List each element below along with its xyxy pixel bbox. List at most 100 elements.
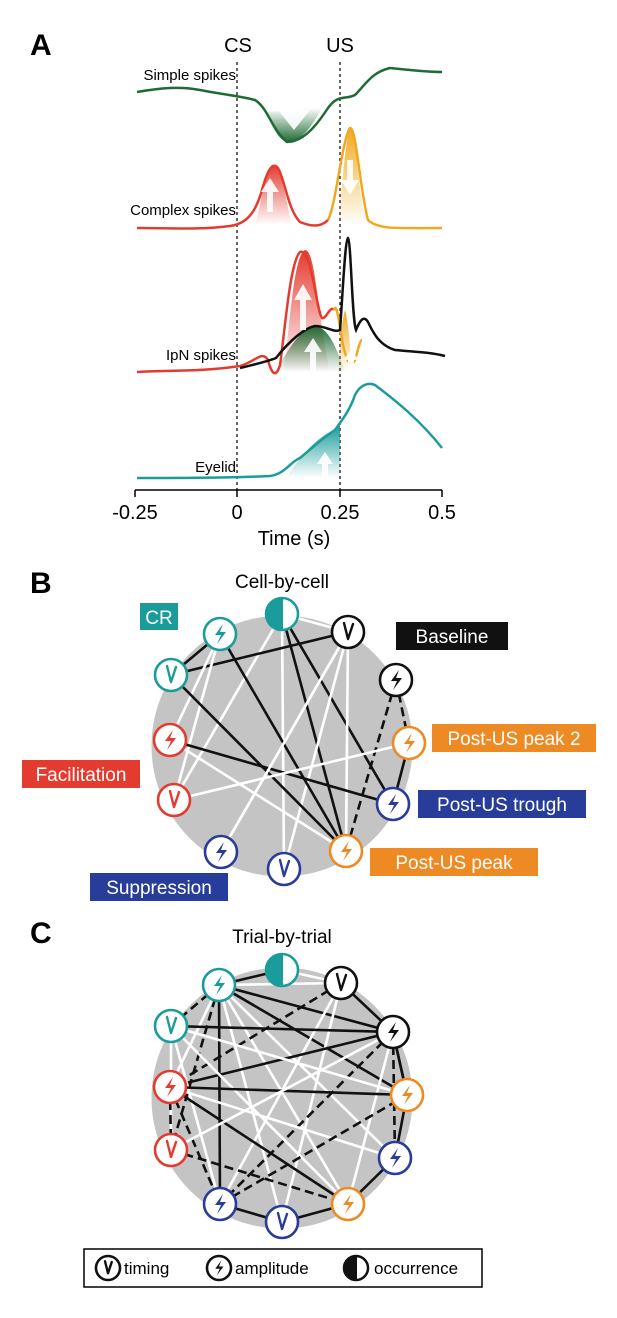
network-edge [170, 984, 220, 1027]
label-box-suppression [90, 873, 228, 901]
network-edge [280, 613, 395, 805]
node-facilitation-amplitude-icon [152, 722, 188, 758]
network-edge [169, 1025, 222, 1205]
network-edge [169, 984, 221, 1151]
complex-spikes-trace-red [136, 164, 329, 230]
x-tick-label: 0.25 [321, 502, 360, 524]
network-edge [344, 679, 398, 852]
network-edge [217, 984, 222, 1205]
network-edge [173, 741, 410, 802]
node-post-us-trough-amplitude-icon [377, 1140, 413, 1176]
legend-occurrence: occurrence [374, 1259, 458, 1278]
label-suppression: Suppression [106, 878, 212, 899]
network-edge [218, 982, 343, 1205]
trace-label-complex: Complex spikes [130, 202, 236, 219]
node-facilitation-timing-icon [153, 1132, 189, 1168]
eyelid-arrow [317, 452, 333, 478]
panel-a-label: A [30, 29, 52, 62]
label-facilitation: Facilitation [36, 765, 127, 786]
network-edge [168, 633, 222, 741]
network-edge [280, 613, 348, 852]
label-box-post-us-peak-2 [432, 724, 596, 752]
eyelid-trace [136, 382, 443, 480]
network-edge [170, 1148, 349, 1206]
label-post-us-trough: Post-US trough [437, 795, 567, 816]
panel-b-title: Cell-by-cell [235, 572, 329, 593]
panel-b-label: B [30, 567, 52, 600]
network-edge [169, 738, 394, 806]
network-edge [218, 983, 394, 1034]
node-baseline-amplitude-icon [375, 1014, 411, 1050]
node-suppression-timing-icon [266, 851, 302, 887]
legend: timing amplitude occurrence [83, 1248, 483, 1288]
label-post-us-peak: Post-US peak [395, 853, 513, 874]
trace-label-eyelid: Eyelid [195, 459, 236, 476]
network-edge [168, 984, 221, 1088]
panel-c: C Trial-by-trial [30, 917, 425, 1240]
network-edge [282, 631, 350, 870]
ipn-arrow-timing [304, 338, 322, 372]
network-edge [169, 1085, 408, 1097]
network-edge [169, 738, 347, 853]
node-cr-amplitude-icon [202, 616, 238, 652]
cs-marker-label: CS [224, 35, 252, 57]
legend-timing: timing [124, 1259, 169, 1278]
x-tick-label: 0 [231, 502, 242, 524]
legend-occurrence-icon [342, 1254, 370, 1282]
panel-b: B Cell-by-cell CR Baseline Post-US peak … [22, 567, 596, 901]
x-axis-title: Time (s) [258, 528, 331, 550]
nodes-c [152, 952, 425, 1240]
network-edge [280, 982, 343, 1223]
network-edge [394, 679, 411, 744]
node-post-us-peak-2-amplitude-icon [391, 725, 427, 761]
network-edge [168, 1086, 173, 1151]
node-cr-timing-icon [153, 1008, 189, 1044]
node-post-us-peak-2-amplitude-icon [389, 1077, 425, 1113]
label-box-post-us-peak [370, 848, 538, 876]
ipn-arrow-postus [343, 350, 359, 372]
network-edge [219, 1093, 408, 1206]
network-edge [170, 630, 349, 677]
panel-a: A CS US Simple spikes Complex spikes IpN… [30, 29, 456, 550]
panel-c-label: C [30, 917, 52, 950]
complex-spikes-arrow-down [341, 160, 359, 195]
complex-spikes-fill-early [255, 164, 292, 225]
network-edge [172, 633, 222, 801]
node-baseline-timing-icon [323, 965, 359, 1001]
node-suppression-timing-icon [264, 1204, 300, 1240]
x-tick-label: -0.25 [112, 502, 158, 524]
node-post-us-trough-amplitude-icon [375, 786, 411, 822]
simple-spikes-trace [136, 66, 443, 144]
legend-amplitude: amplitude [235, 1259, 309, 1278]
complex-spikes-arrow-up [261, 178, 279, 212]
network-edge [346, 1031, 395, 1205]
node-baseline-timing-icon [330, 614, 366, 650]
us-marker-label: US [326, 35, 354, 57]
ipn-trace-red [136, 250, 335, 375]
node-post-us-peak-amplitude-icon [330, 1186, 366, 1222]
label-box-facilitation [22, 760, 140, 788]
x-tick-label: 0.5 [428, 502, 456, 524]
legend-timing-icon [94, 1254, 122, 1282]
network-edge [170, 1024, 408, 1097]
node-suppression-amplitude-icon [202, 1186, 238, 1222]
ipn-arrow-facilitation [294, 284, 312, 330]
network-edge [217, 984, 350, 1205]
network-edge [172, 613, 284, 801]
network-edge [169, 1085, 396, 1160]
network-edge [170, 1024, 394, 1034]
network-edge [169, 981, 342, 1089]
node-cr-timing-icon [153, 657, 189, 693]
trace-label-ipn: IpN spikes [166, 347, 236, 364]
node-suppression-amplitude-icon [203, 834, 239, 870]
network-edge [219, 631, 350, 853]
legend-box [83, 1248, 483, 1288]
network-edge [219, 1031, 394, 1205]
label-baseline: Baseline [416, 627, 489, 648]
network-edge [344, 631, 350, 852]
network-edge [217, 984, 284, 1223]
node-cr-occurrence-icon [264, 952, 300, 988]
network-edge [170, 1030, 394, 1152]
label-box-baseline [396, 622, 508, 650]
